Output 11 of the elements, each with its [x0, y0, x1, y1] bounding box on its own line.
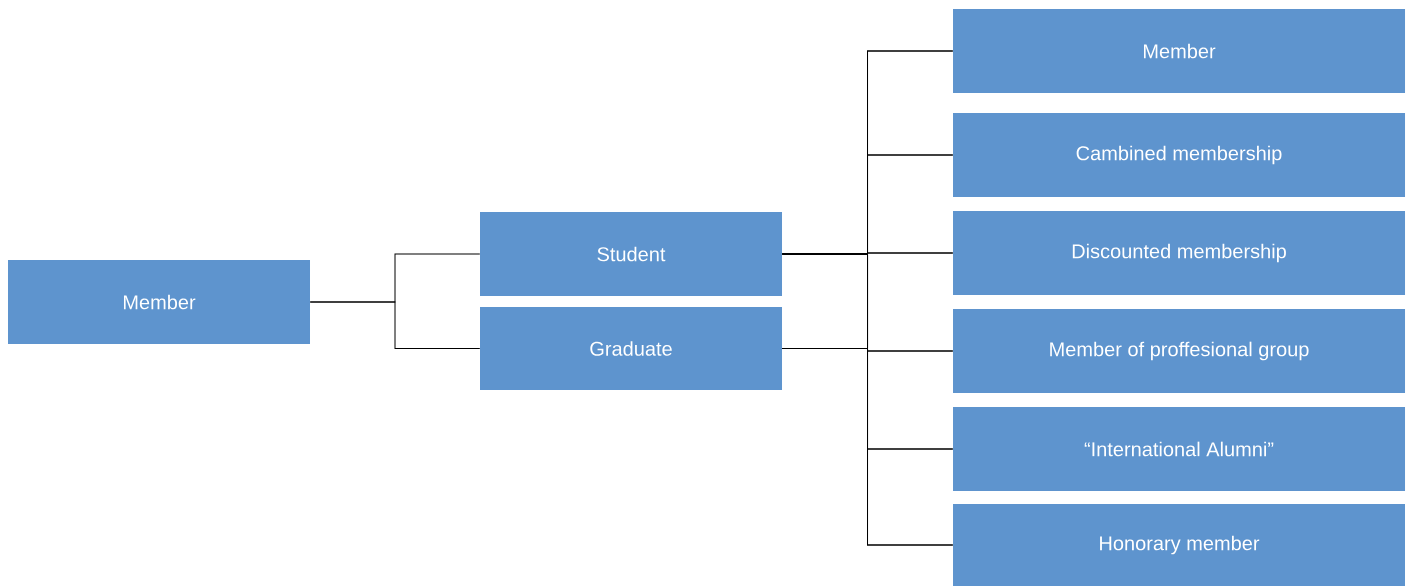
process-box: Member	[8, 260, 310, 344]
connector-line	[309, 301, 481, 349]
process-box: Discounted membership	[953, 211, 1405, 295]
process-box: Graduate	[480, 307, 782, 390]
process-box: Member of proffesional group	[953, 309, 1405, 393]
process-box: “International Alumni”	[953, 407, 1405, 491]
process-box: Member	[953, 9, 1405, 93]
process-box: Honorary member	[953, 504, 1405, 586]
process-box: Cambined membership	[953, 113, 1405, 197]
connector-line	[781, 348, 954, 546]
process-box: Student	[480, 212, 782, 296]
